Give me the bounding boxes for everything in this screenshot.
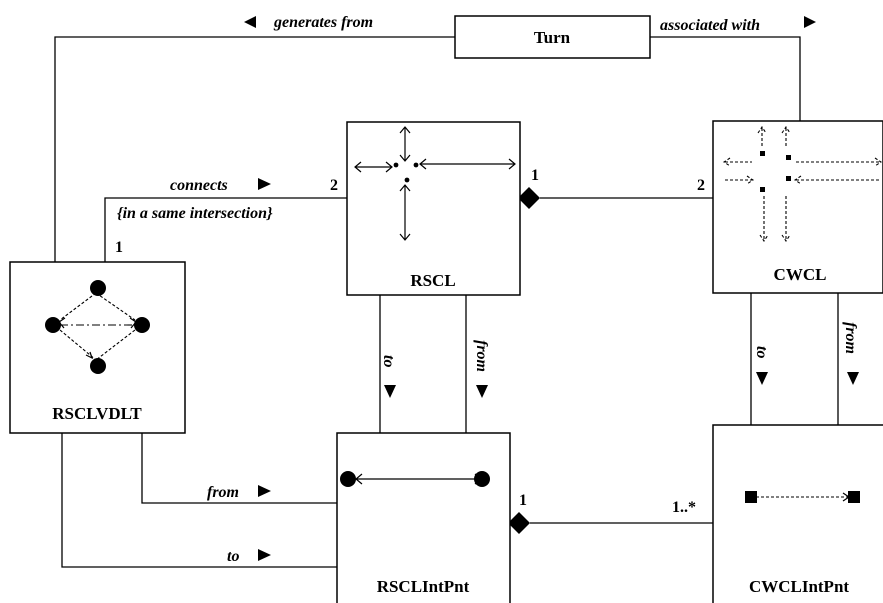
- rsclvdlt-link-diagram-icon: [45, 280, 150, 374]
- class-name-cwclintpnt: CWCLIntPnt: [749, 577, 849, 596]
- class-name-rsclvdlt: RSCLVDLT: [52, 404, 142, 423]
- class-name-cwcl: CWCL: [774, 265, 827, 284]
- intpnt-composition-diamond: [508, 512, 530, 534]
- cwclintpnt-point-pair-icon: [745, 491, 860, 503]
- class-cwcl[interactable]: CWCL: [712, 120, 883, 294]
- rscl-to-direction-icon: [384, 385, 396, 398]
- class-rscl[interactable]: RSCL: [346, 121, 521, 296]
- rscl-to-label: to: [380, 355, 397, 367]
- class-name-rscl: RSCL: [410, 271, 455, 290]
- class-name-rsclintpnt: RSCLIntPnt: [377, 577, 470, 596]
- class-rsclintpnt[interactable]: RSCLIntPnt: [336, 432, 511, 603]
- multiplicity-rscl-cwcl-rscl-side: 1: [531, 167, 539, 184]
- multiplicity-intpnt-rscl-side: 1: [519, 492, 527, 509]
- vdlt-from-label: from: [207, 484, 239, 501]
- cwcl-to-label: to: [753, 346, 770, 358]
- associated-with-label: associated with: [660, 17, 760, 34]
- rscl-from-label: from: [473, 340, 490, 372]
- vdlt-from-direction-icon: [258, 485, 271, 497]
- multiplicity-intpnt-cwcl-side: 1..*: [672, 499, 696, 516]
- vdlt-to-direction-icon: [258, 549, 271, 561]
- multiplicity-connects-rscl: 2: [330, 177, 338, 194]
- rscl-crossroad-icon: [354, 126, 516, 241]
- vdlt-to-label: to: [227, 548, 239, 565]
- class-name-turn: Turn: [534, 28, 571, 47]
- connects-association: [104, 197, 347, 262]
- cwcl-to-direction-icon: [756, 372, 768, 385]
- multiplicity-connects-vdlt: 1: [115, 239, 123, 256]
- rsclintpnt-point-pair-icon: [340, 471, 490, 487]
- cwcl-from-label: from: [842, 322, 859, 354]
- connector-lines: [54, 36, 839, 568]
- connects-constraint-label: {in a same intersection}: [117, 205, 273, 222]
- multiplicity-rscl-cwcl-cwcl-side: 2: [697, 177, 705, 194]
- rscl-from-direction-icon: [476, 385, 488, 398]
- vdlt-to-line: [61, 433, 337, 568]
- generates-from-association: [54, 36, 455, 262]
- associated-with-direction-icon: [804, 16, 816, 28]
- rscl-composition-diamond: [518, 187, 540, 209]
- class-cwclintpnt[interactable]: CWCLIntPnt: [712, 424, 883, 603]
- class-rsclvdlt[interactable]: RSCLVDLT: [9, 261, 186, 434]
- class-turn[interactable]: Turn: [454, 15, 651, 59]
- connects-label: connects: [170, 177, 228, 194]
- associated-with-association: [650, 36, 801, 121]
- cwcl-crosswalk-icon: [723, 126, 882, 242]
- connects-direction-icon: [258, 178, 271, 190]
- generates-from-label: generates from: [273, 14, 373, 31]
- vdlt-from-line: [141, 433, 337, 504]
- generates-from-direction-icon: [244, 16, 256, 28]
- cwcl-from-direction-icon: [847, 372, 859, 385]
